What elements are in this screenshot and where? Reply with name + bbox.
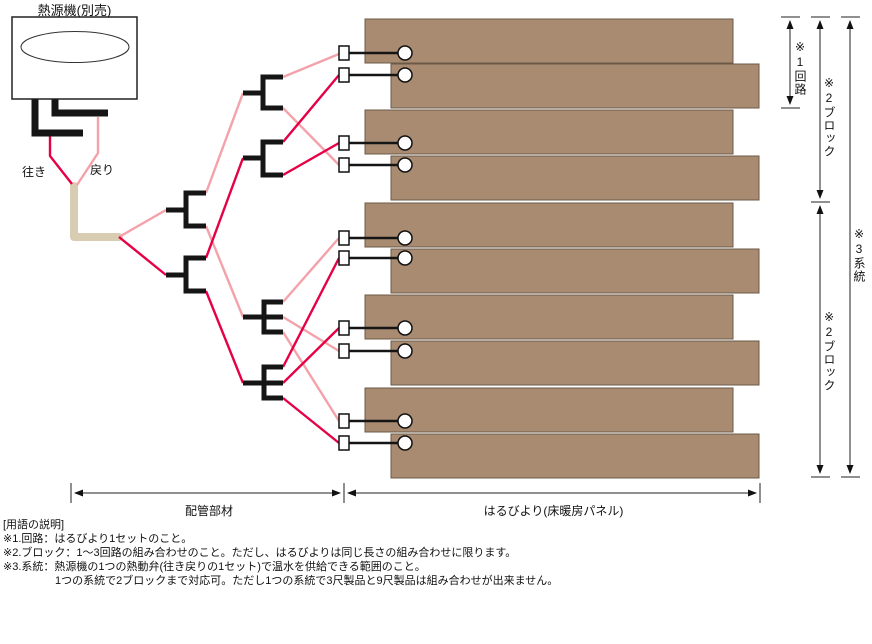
- heat-source-label: 熱源機(別売): [37, 3, 112, 18]
- glossary-line: ※2.ブロック：1～3回路の組み合わせのこと。ただし、はるびよりは同じ長さの組み…: [3, 547, 517, 559]
- return-pipe-line: [282, 237, 340, 303]
- heat-source-outlet-pipe: [31, 96, 83, 137]
- return-pipe-line: [75, 117, 100, 186]
- pipe-connectors: [338, 45, 350, 451]
- supply-pipe-line: [282, 74, 340, 143]
- floor-panel: [364, 294, 734, 340]
- dimension-piping-label: 配管部材: [184, 504, 233, 518]
- branch-manifold-supply-2: [243, 139, 283, 178]
- supply-pipe-line: [282, 141, 340, 177]
- return-pipe-line: [282, 315, 340, 353]
- floor-panel-stack: [364, 18, 760, 479]
- glossary-line: ※3.系統：熱源機の1つの熱動弁(往き戻りの1セット)で温水を供給できる範囲のこ…: [3, 561, 426, 573]
- return-pipe-line: [282, 107, 340, 166]
- supply-pipe-line: [48, 136, 73, 185]
- glossary-line: 1つの系統で2ブロックまで対応可。ただし1つの系統で3尺製品と9尺製品は組み合わ…: [55, 575, 559, 587]
- panel-port-circle: [397, 45, 413, 61]
- heat-source-ellipse: [20, 31, 130, 63]
- branch-manifold-return-1: [166, 190, 206, 229]
- branch-manifold-return-3: [243, 299, 283, 335]
- dimension-block-upper-label: ※2ブロック: [822, 76, 836, 158]
- pipe-connector: [338, 413, 350, 429]
- pipe-connector: [338, 250, 350, 266]
- panel-port-circle: [397, 250, 413, 266]
- supply-pipe-line: [282, 327, 340, 384]
- panel-port-circle: [397, 67, 413, 83]
- panel-port-circle: [397, 343, 413, 359]
- pipe-connector: [338, 320, 350, 336]
- pipe-connector: [338, 230, 350, 246]
- dimension-bottom: [70, 483, 761, 503]
- dimension-system-label: ※3系統: [852, 227, 866, 283]
- panel-port-circle: [397, 413, 413, 429]
- floor-panel: [364, 202, 734, 248]
- supply-pipe-line: [281, 257, 341, 368]
- dimension-block-lower-label: ※2ブロック: [822, 310, 836, 392]
- glossary-heading: [用語の説明]: [3, 519, 65, 531]
- branch-manifold-supply-1: [166, 255, 206, 294]
- branch-manifold-supply-3: [243, 364, 283, 401]
- floor-panel: [364, 109, 734, 155]
- pipe-connector: [338, 157, 350, 173]
- pipe-connector: [338, 435, 350, 451]
- glossary-line: ※1.回路：はるびより1セットのこと。: [3, 533, 193, 545]
- heat-source-outlet-pipe: [51, 96, 108, 117]
- floor-panel: [364, 18, 734, 64]
- pipe-connector: [338, 45, 350, 61]
- floor-panel: [390, 155, 760, 201]
- return-pipe-line: [204, 92, 245, 194]
- supply-label: 往き: [22, 165, 47, 179]
- supply-pipe-line: [204, 157, 245, 259]
- heat-source-unit: [11, 16, 138, 100]
- floor-panel: [390, 248, 760, 294]
- return-pipe-line: [282, 52, 340, 79]
- supply-pipe-line: [282, 397, 340, 444]
- supply-pipe-line: [204, 290, 245, 384]
- supply-piping: [48, 74, 341, 444]
- panel-ports: [397, 45, 413, 451]
- branch-manifolds: [166, 74, 283, 401]
- floor-panel: [390, 340, 760, 386]
- panel-port-circle: [397, 230, 413, 246]
- pipe-connector: [338, 135, 350, 151]
- supply-pipe-line: [118, 236, 167, 276]
- dimension-panels-label: はるびより(床暖房パネル): [483, 504, 624, 518]
- dimension-right: [781, 16, 860, 478]
- heat-source-box: [11, 16, 138, 100]
- pipe-connector: [338, 343, 350, 359]
- floor-panel: [390, 433, 760, 479]
- floor-panel: [390, 63, 760, 109]
- floor-panel: [364, 387, 734, 433]
- panel-port-circle: [397, 320, 413, 336]
- return-pipe-line: [118, 208, 167, 239]
- panel-port-circle: [397, 435, 413, 451]
- dimension-circuit-label: ※1回路: [793, 40, 807, 96]
- return-label: 戻り: [90, 163, 115, 177]
- branch-manifold-return-2: [243, 74, 283, 111]
- panel-port-lines: [349, 51, 399, 445]
- panel-port-circle: [397, 157, 413, 173]
- glossary: [用語の説明] ※1.回路：はるびより1セットのこと。 ※2.ブロック：1～3回…: [3, 518, 558, 588]
- panel-port-circle: [397, 135, 413, 151]
- pair-pipe: [70, 182, 123, 241]
- pipe-connector: [338, 67, 350, 83]
